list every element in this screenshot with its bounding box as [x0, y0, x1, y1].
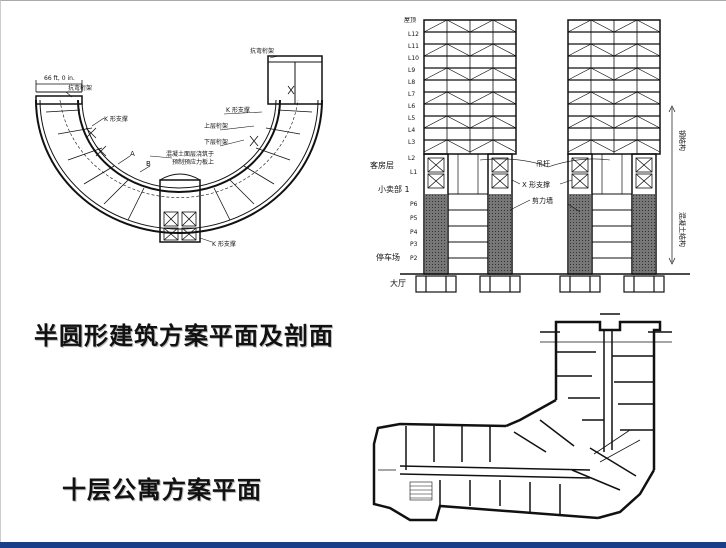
plan-dimension: 66 ft, 0 in. [44, 75, 75, 82]
apartment-plan [372, 313, 672, 522]
level-l1: L1 [410, 169, 417, 176]
level-p5: P5 [410, 215, 418, 222]
plan-note-line2: 预制预应力板上 [172, 158, 214, 166]
apartment-plan-caption: 十层公寓方案平面 [62, 475, 262, 504]
level-l3: L3 [408, 139, 415, 146]
label-steel-structure: 钢结构 [678, 130, 687, 151]
plan-k-brace-2: K 形支撑 [226, 106, 250, 114]
label-parking: 停车场 [376, 252, 400, 262]
plan-k-brace-1: K 形支撑 [104, 115, 128, 123]
plan-k-brace-3: K 形支撑 [212, 240, 236, 248]
level-l5: L5 [408, 115, 415, 122]
label-concrete-structure: 混凝土结构 [678, 212, 687, 247]
label-lobby: 大厅 [390, 278, 406, 288]
level-p6: P6 [410, 201, 418, 208]
level-roof: 屋顶 [404, 17, 416, 24]
plan-truss-left: 抗弯桁架 [68, 84, 92, 92]
level-l9: L9 [408, 67, 415, 74]
level-p3: P3 [410, 241, 418, 248]
level-l2: L2 [408, 155, 415, 162]
building-section [400, 19, 690, 293]
label-shear-wall: 剪力墙 [532, 196, 553, 205]
level-p2: P2 [410, 255, 418, 262]
slide-bottom-bar [0, 542, 726, 548]
semicircle-plan [35, 55, 323, 243]
level-l10: L10 [408, 55, 419, 62]
plan-mark-a: A [130, 150, 135, 158]
level-l6: L6 [408, 103, 415, 110]
level-l8: L8 [408, 79, 415, 86]
level-l12: L12 [408, 31, 419, 38]
plan-mark-b: B [146, 160, 151, 168]
plan-lower-truss: 下层桁架 [204, 138, 228, 146]
plan-upper-truss: 上层桁架 [204, 122, 228, 130]
level-l11: L11 [408, 43, 419, 50]
level-l4: L4 [408, 127, 415, 134]
plan-note-line1: 混凝土面层浇筑于 [166, 150, 214, 158]
semicircle-building-caption: 半圆形建筑方案平面及剖面 [34, 321, 334, 350]
label-shops: 小卖部 1 [378, 184, 410, 194]
level-l7: L7 [408, 91, 415, 98]
label-guest-floor: 客房层 [370, 160, 394, 170]
level-p4: P4 [410, 229, 418, 236]
plan-truss-right: 抗弯桁架 [250, 47, 274, 55]
label-hanger: 吊杆 [536, 159, 550, 168]
label-x-brace: X 形支撑 [522, 180, 550, 189]
